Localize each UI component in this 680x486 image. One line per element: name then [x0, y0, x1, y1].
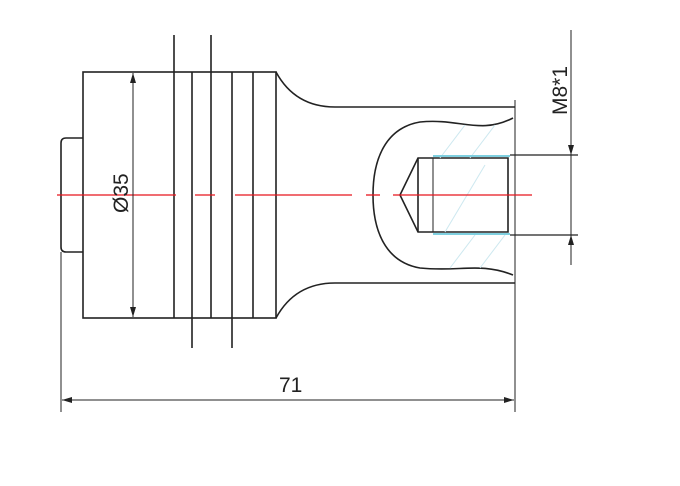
- neck-top: [275, 71, 515, 108]
- thread-label: M8*1: [549, 66, 572, 115]
- diameter-label: Ø35: [110, 173, 133, 213]
- neck-bottom: [275, 282, 515, 319]
- length-label: 71: [279, 374, 302, 397]
- section-hatch: [439, 124, 506, 269]
